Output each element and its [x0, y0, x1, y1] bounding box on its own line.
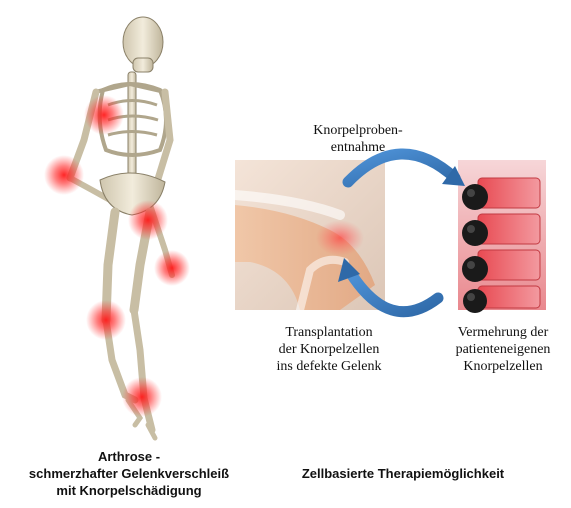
- step-transplant-label: Transplantation der Knorpelzellen ins de…: [248, 324, 410, 375]
- cell-culture-flasks: [458, 160, 546, 313]
- step-expansion-label: Vermehrung der patienteneigenen Knorpelz…: [440, 324, 566, 375]
- step-expansion-line2: patienteneigenen: [440, 341, 566, 358]
- step-expansion-line3: Knorpelzellen: [440, 358, 566, 375]
- left-caption: Arthrose - schmerzhafter Gelenkverschlei…: [4, 448, 254, 499]
- step-expansion-line1: Vermehrung der: [440, 324, 566, 341]
- left-caption-line2: schmerzhafter Gelenkverschleiß: [4, 465, 254, 482]
- step-biopsy-line1: Knorpelproben-: [278, 122, 438, 139]
- step-transplant-line3: ins defekte Gelenk: [248, 358, 410, 375]
- step-transplant-line1: Transplantation: [248, 324, 410, 341]
- step-biopsy-label: Knorpelproben- entnahme: [278, 122, 438, 156]
- step-transplant-line2: der Knorpelzellen: [248, 341, 410, 358]
- right-caption: Zellbasierte Therapiemöglichkeit: [268, 465, 538, 482]
- step-biopsy-line2: entnahme: [278, 139, 438, 156]
- left-caption-line3: mit Knorpelschädigung: [4, 482, 254, 499]
- left-caption-line1: Arthrose -: [4, 448, 254, 465]
